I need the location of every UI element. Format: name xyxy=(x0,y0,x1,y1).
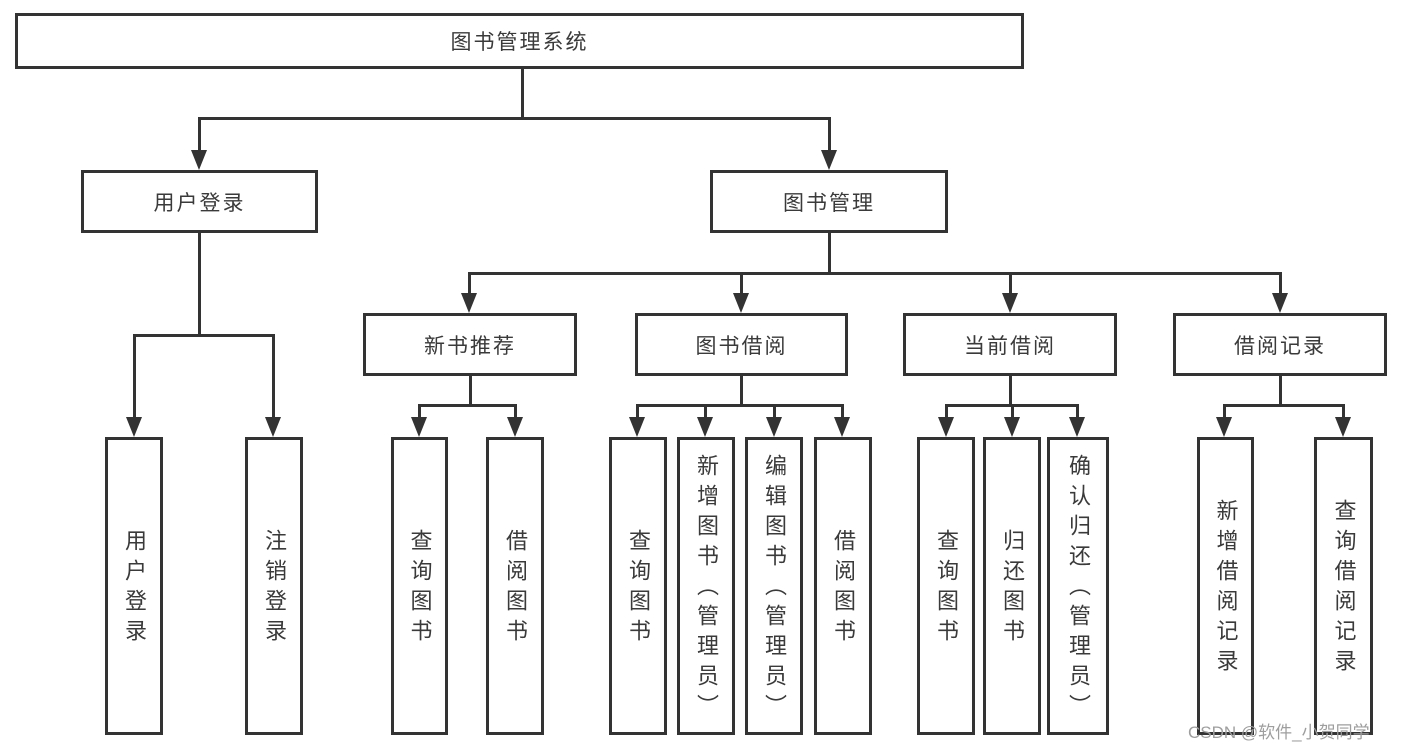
node-current-borrowing: 当前借阅 xyxy=(903,313,1117,376)
connector-line xyxy=(636,404,639,420)
leaf-query-books-recommend: 查询图书 xyxy=(391,437,448,735)
arrowhead-icon xyxy=(733,293,749,313)
connector-line xyxy=(1223,404,1345,407)
arrowhead-icon xyxy=(411,417,427,437)
arrowhead-icon xyxy=(461,293,477,313)
connector-line xyxy=(740,376,743,407)
connector-line xyxy=(1279,272,1282,295)
connector-line xyxy=(133,334,275,337)
connector-line xyxy=(198,117,201,153)
arrowhead-icon xyxy=(1004,417,1020,437)
connector-line xyxy=(740,272,743,295)
node-root-library-management-system: 图书管理系统 xyxy=(15,13,1024,69)
leaf-borrow-books: 借阅图书 xyxy=(814,437,872,735)
arrowhead-icon xyxy=(1272,293,1288,313)
csdn-watermark: CSDN @软件_小贺同学 xyxy=(1188,723,1370,742)
leaf-query-books-current: 查询图书 xyxy=(917,437,975,735)
arrowhead-icon xyxy=(821,150,837,170)
leaf-edit-book-admin: 编辑图书（管理员） xyxy=(745,437,803,735)
node-user-login: 用户登录 xyxy=(81,170,318,233)
leaf-return-book: 归还图书 xyxy=(983,437,1041,735)
arrowhead-icon xyxy=(629,417,645,437)
connector-line xyxy=(773,404,776,420)
connector-line xyxy=(521,69,524,119)
leaf-query-books-borrowing: 查询图书 xyxy=(609,437,667,735)
arrowhead-icon xyxy=(834,417,850,437)
connector-line xyxy=(1342,404,1345,420)
connector-line xyxy=(1009,376,1012,407)
arrowhead-icon xyxy=(126,417,142,437)
connector-line xyxy=(636,404,844,407)
connector-line xyxy=(418,404,421,420)
arrowhead-icon xyxy=(938,417,954,437)
connector-line xyxy=(468,272,471,295)
arrowhead-icon xyxy=(507,417,523,437)
connector-line xyxy=(828,117,831,153)
arrowhead-icon xyxy=(1216,417,1232,437)
arrowhead-icon xyxy=(1069,417,1085,437)
connector-line xyxy=(272,334,275,419)
leaf-add-borrow-record: 新增借阅记录 xyxy=(1197,437,1254,735)
connector-line xyxy=(1011,404,1014,420)
connector-line xyxy=(1223,404,1226,420)
connector-line xyxy=(828,233,831,275)
arrowhead-icon xyxy=(191,150,207,170)
arrowhead-icon xyxy=(265,417,281,437)
leaf-borrow-books-recommend: 借阅图书 xyxy=(486,437,544,735)
connector-line xyxy=(704,404,707,420)
node-book-management: 图书管理 xyxy=(710,170,948,233)
node-new-book-recommendation: 新书推荐 xyxy=(363,313,577,376)
arrowhead-icon xyxy=(1335,417,1351,437)
connector-line xyxy=(945,404,948,420)
connector-line xyxy=(514,404,517,420)
leaf-logout: 注销登录 xyxy=(245,437,303,735)
leaf-user-login: 用户登录 xyxy=(105,437,163,735)
leaf-query-borrow-record: 查询借阅记录 xyxy=(1314,437,1373,735)
arrowhead-icon xyxy=(697,417,713,437)
arrowhead-icon xyxy=(1002,293,1018,313)
connector-line xyxy=(469,376,472,407)
connector-line xyxy=(841,404,844,420)
arrowhead-icon xyxy=(766,417,782,437)
connector-line xyxy=(198,233,201,337)
connector-line xyxy=(1009,272,1012,295)
connector-line xyxy=(133,334,136,419)
connector-line xyxy=(1279,376,1282,407)
connector-line xyxy=(198,117,831,120)
connector-line xyxy=(1076,404,1079,420)
node-book-borrowing: 图书借阅 xyxy=(635,313,848,376)
node-borrowing-records: 借阅记录 xyxy=(1173,313,1387,376)
connector-line xyxy=(418,404,517,407)
connector-line xyxy=(468,272,1282,275)
leaf-add-book-admin: 新增图书（管理员） xyxy=(677,437,735,735)
leaf-confirm-return-admin: 确认归还（管理员） xyxy=(1047,437,1109,735)
